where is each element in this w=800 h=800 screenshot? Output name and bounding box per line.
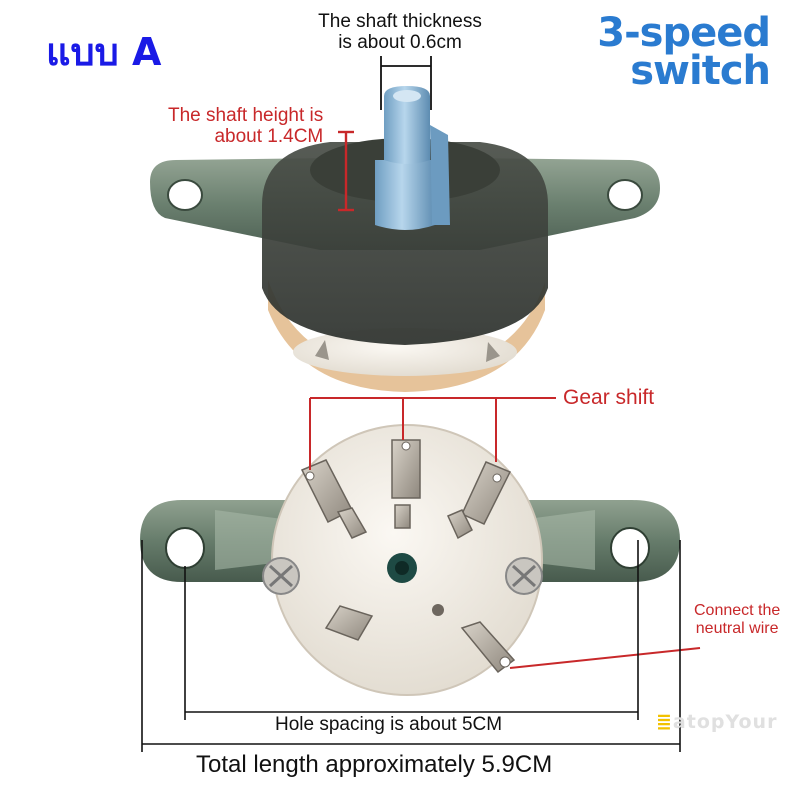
bottom-hole-right bbox=[610, 527, 650, 569]
model-title: แบบ A bbox=[46, 30, 162, 74]
watermark: ≣atopYour bbox=[656, 711, 778, 733]
shaft-thickness-marker bbox=[380, 56, 432, 110]
watermark-logo-icon: ≣ bbox=[656, 711, 673, 733]
screw-left bbox=[262, 557, 300, 595]
screw-right bbox=[505, 557, 543, 595]
shaft-height-label: The shaft height is about 1.4CM bbox=[168, 105, 324, 147]
neutral-wire-callout bbox=[509, 647, 701, 669]
total-length-label: Total length approximately 5.9CM bbox=[196, 751, 553, 778]
hole-spacing-label: Hole spacing is about 5CM bbox=[275, 714, 503, 735]
product-brand-title: 3-speed switch bbox=[597, 10, 771, 94]
shaft-height-marker bbox=[338, 130, 354, 212]
total-length-marker bbox=[141, 540, 681, 752]
top-view-switch bbox=[150, 86, 660, 392]
gear-shift-callout bbox=[309, 397, 556, 470]
neutral-wire-label: Connect the neutral wire bbox=[694, 602, 781, 638]
brand-line-1: 3-speed bbox=[597, 10, 771, 56]
gear-shift-label: Gear shift bbox=[563, 386, 655, 409]
mounting-hole-right bbox=[607, 179, 643, 211]
hole-spacing-marker bbox=[184, 540, 639, 720]
brand-line-2: switch bbox=[630, 48, 771, 94]
bottom-hole-left bbox=[165, 527, 205, 569]
mounting-hole-left bbox=[167, 179, 203, 211]
shaft-thickness-label: The shaft thickness is about 0.6cm bbox=[318, 11, 482, 53]
bottom-view-switch bbox=[140, 424, 680, 696]
